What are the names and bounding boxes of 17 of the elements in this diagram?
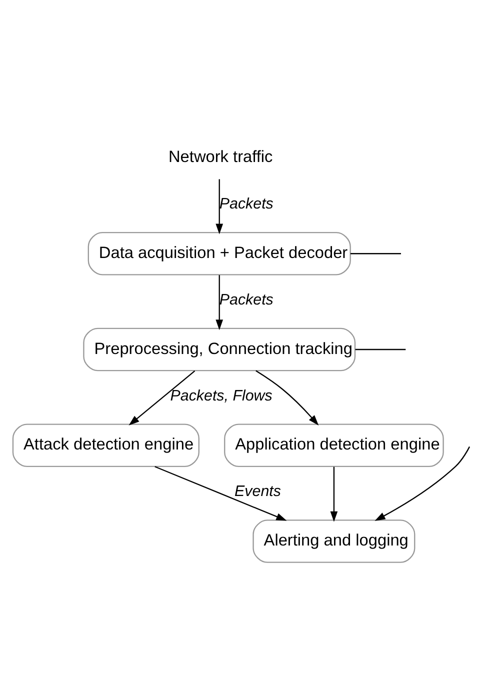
arrow — [330, 466, 338, 522]
connector — [355, 348, 406, 350]
node-box: Preprocessing, Connection tracking — [83, 328, 356, 372]
connector — [350, 253, 401, 254]
node-box: Attack detection engine — [12, 424, 200, 468]
edge-label: Packets, Flows — [170, 387, 272, 404]
node-box: Data acquisition + Packet decoder — [88, 232, 351, 276]
node-box: Application detection engine — [224, 424, 444, 468]
arrow — [128, 370, 196, 426]
arrow — [154, 466, 287, 521]
edge-label: Events — [234, 483, 282, 500]
arrow — [374, 446, 470, 521]
arrow — [216, 275, 224, 330]
node-box: Alerting and logging — [252, 520, 416, 563]
arrow — [216, 179, 224, 234]
arrow — [256, 370, 319, 426]
node-text: Network traffic — [168, 148, 273, 166]
